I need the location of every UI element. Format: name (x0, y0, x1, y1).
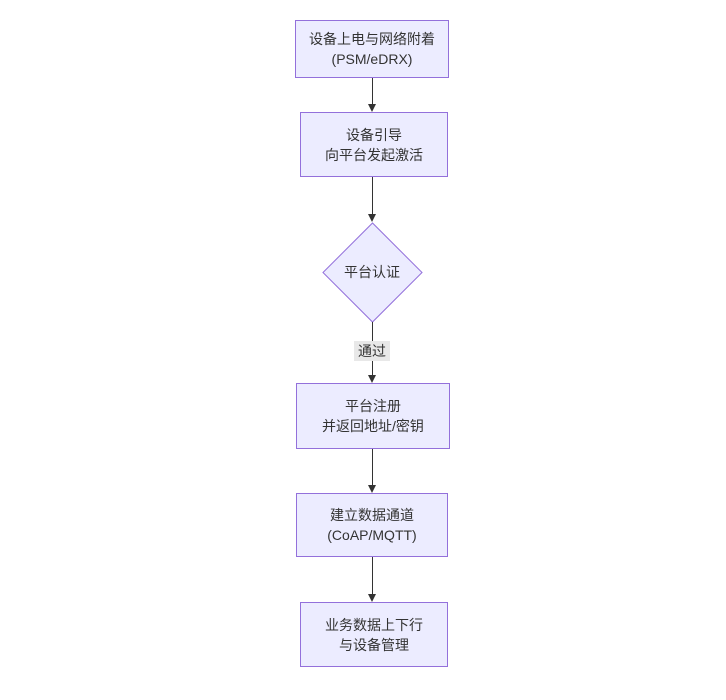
edge-line (372, 449, 373, 486)
node-text-line: 设备上电与网络附着 (309, 31, 435, 47)
node-text-line: (PSM/eDRX) (331, 51, 413, 67)
arrowhead-icon (368, 594, 376, 602)
arrowhead-icon (368, 214, 376, 222)
node-device-power-attach: 设备上电与网络附着 (PSM/eDRX) (295, 20, 449, 78)
node-business-data: 业务数据上下行 与设备管理 (300, 602, 448, 667)
arrowhead-icon (368, 375, 376, 383)
node-text-line: 设备引导 (346, 126, 402, 143)
node-platform-register: 平台注册 并返回地址/密钥 (296, 383, 450, 449)
node-data-channel: 建立数据通道 (CoAP/MQTT) (296, 493, 448, 557)
node-text-line: 平台认证 (344, 264, 400, 280)
node-text-line: 平台注册 (345, 398, 401, 414)
node-text-line: 向平台发起激活 (325, 146, 423, 163)
node-device-bootstrap: 设备引导 向平台发起激活 (300, 112, 448, 177)
edge-label-pass: 通过 (354, 341, 390, 361)
edge-line (372, 177, 373, 215)
node-text-line: (CoAP/MQTT) (327, 527, 417, 543)
edge-line (372, 557, 373, 595)
arrowhead-icon (368, 485, 376, 493)
edge-line (372, 78, 373, 105)
node-platform-auth: 平台认证 (321, 221, 423, 323)
arrowhead-icon (368, 104, 376, 112)
node-text-line: 并返回地址/密钥 (322, 418, 424, 434)
node-text-line: 与设备管理 (339, 636, 409, 653)
node-text-line: 业务数据上下行 (325, 616, 423, 633)
node-text-line: 建立数据通道 (330, 507, 414, 523)
